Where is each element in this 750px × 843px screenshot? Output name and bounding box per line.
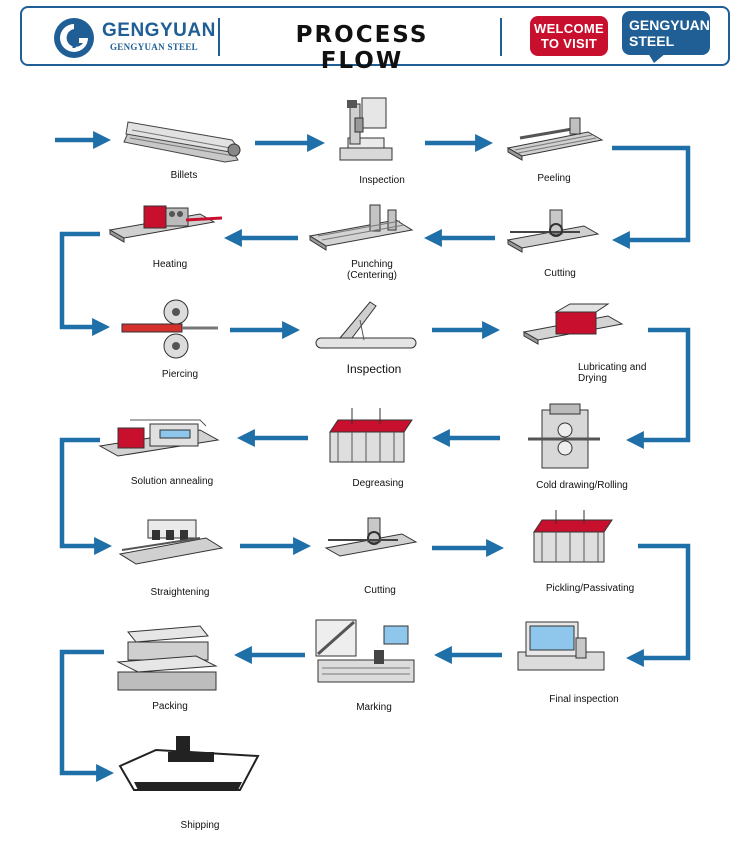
gengyuan-logo-icon (54, 18, 94, 58)
flow-connector (625, 327, 691, 449)
step-label-punching: Punching (Centering) (347, 259, 397, 281)
brand-subtitle: GENGYUAN STEEL (110, 42, 198, 52)
straightener-icon (118, 519, 224, 565)
badge-line-1: GENGYUAN (629, 17, 710, 33)
final-inspection-icon (517, 621, 605, 671)
step-label-degreasing: Degreasing (352, 478, 404, 489)
step-label-inspection: Inspection (359, 175, 405, 186)
flow-connector (59, 649, 115, 782)
step-label-peeling: Peeling (537, 173, 571, 184)
step-label-pickling: Pickling/Passivating (545, 583, 635, 594)
billets-icon (123, 121, 241, 163)
piercing-rolls-icon (121, 299, 218, 359)
header-divider (218, 18, 220, 56)
header-divider (500, 18, 502, 56)
pickling-tank-icon (533, 510, 613, 563)
lubricating-oven-icon (522, 303, 624, 345)
speech-tail (648, 53, 666, 63)
cutting-machine-icon (324, 517, 418, 557)
flow-connector (625, 543, 691, 667)
brand-badge-button[interactable]: GENGYUAN STEEL (622, 11, 710, 55)
welcome-button[interactable]: WELCOME TO VISIT (530, 16, 608, 56)
degreasing-tank-icon (329, 408, 413, 463)
punching-machine-icon (308, 204, 414, 251)
packing-bundle-icon (116, 625, 218, 691)
ship-icon (118, 736, 260, 791)
welcome-line-1: WELCOME (534, 21, 604, 36)
marking-machine-icon (315, 619, 415, 683)
flow-connector (59, 437, 113, 555)
step-label-lubricating: Lubricating and Drying (578, 362, 678, 384)
step-label-final-inspection: Final inspection (549, 694, 619, 705)
flow-connector (611, 145, 691, 249)
step-label-punching-line1: Punching (351, 259, 393, 270)
step-label-cold-drawing: Cold drawing/Rolling (536, 480, 628, 491)
heating-furnace-icon (108, 205, 223, 243)
badge-line-2: STEEL (629, 33, 675, 49)
page-title: PROCESS FLOW (295, 22, 429, 74)
step-label-heating: Heating (152, 259, 188, 270)
step-label-piercing: Piercing (161, 369, 199, 380)
step-label-tube-inspection: Inspection (346, 362, 402, 376)
step-label-billets: Billets (170, 170, 198, 181)
brand-name: GENGYUAN (102, 20, 216, 41)
step-label-punching-line2: (Centering) (346, 270, 398, 281)
welcome-line-2: TO VISIT (540, 36, 598, 51)
peeling-machine-icon (506, 117, 604, 161)
cold-drawing-icon (528, 403, 600, 469)
inspection-machine-icon (339, 97, 393, 161)
step-label-packing: Packing (152, 701, 188, 712)
step-label-solution-annealing: Solution annealing (130, 476, 214, 487)
step-label-lubricating-line2: Drying (578, 373, 607, 384)
flow-connector (59, 231, 111, 336)
page-header: GENGYUAN GENGYUAN STEEL PROCESS FLOW WEL… (20, 6, 730, 74)
step-label-cutting-2: Cutting (364, 585, 396, 596)
step-label-straightening: Straightening (150, 587, 210, 598)
annealing-furnace-icon (98, 419, 220, 457)
step-label-lubricating-line1: Lubricating and (578, 362, 647, 373)
step-label-shipping: Shipping (180, 820, 220, 831)
step-label-cutting: Cutting (544, 268, 576, 279)
step-label-marking: Marking (356, 702, 392, 713)
tube-inspection-icon (315, 301, 417, 349)
cutting-machine-icon (506, 209, 600, 253)
